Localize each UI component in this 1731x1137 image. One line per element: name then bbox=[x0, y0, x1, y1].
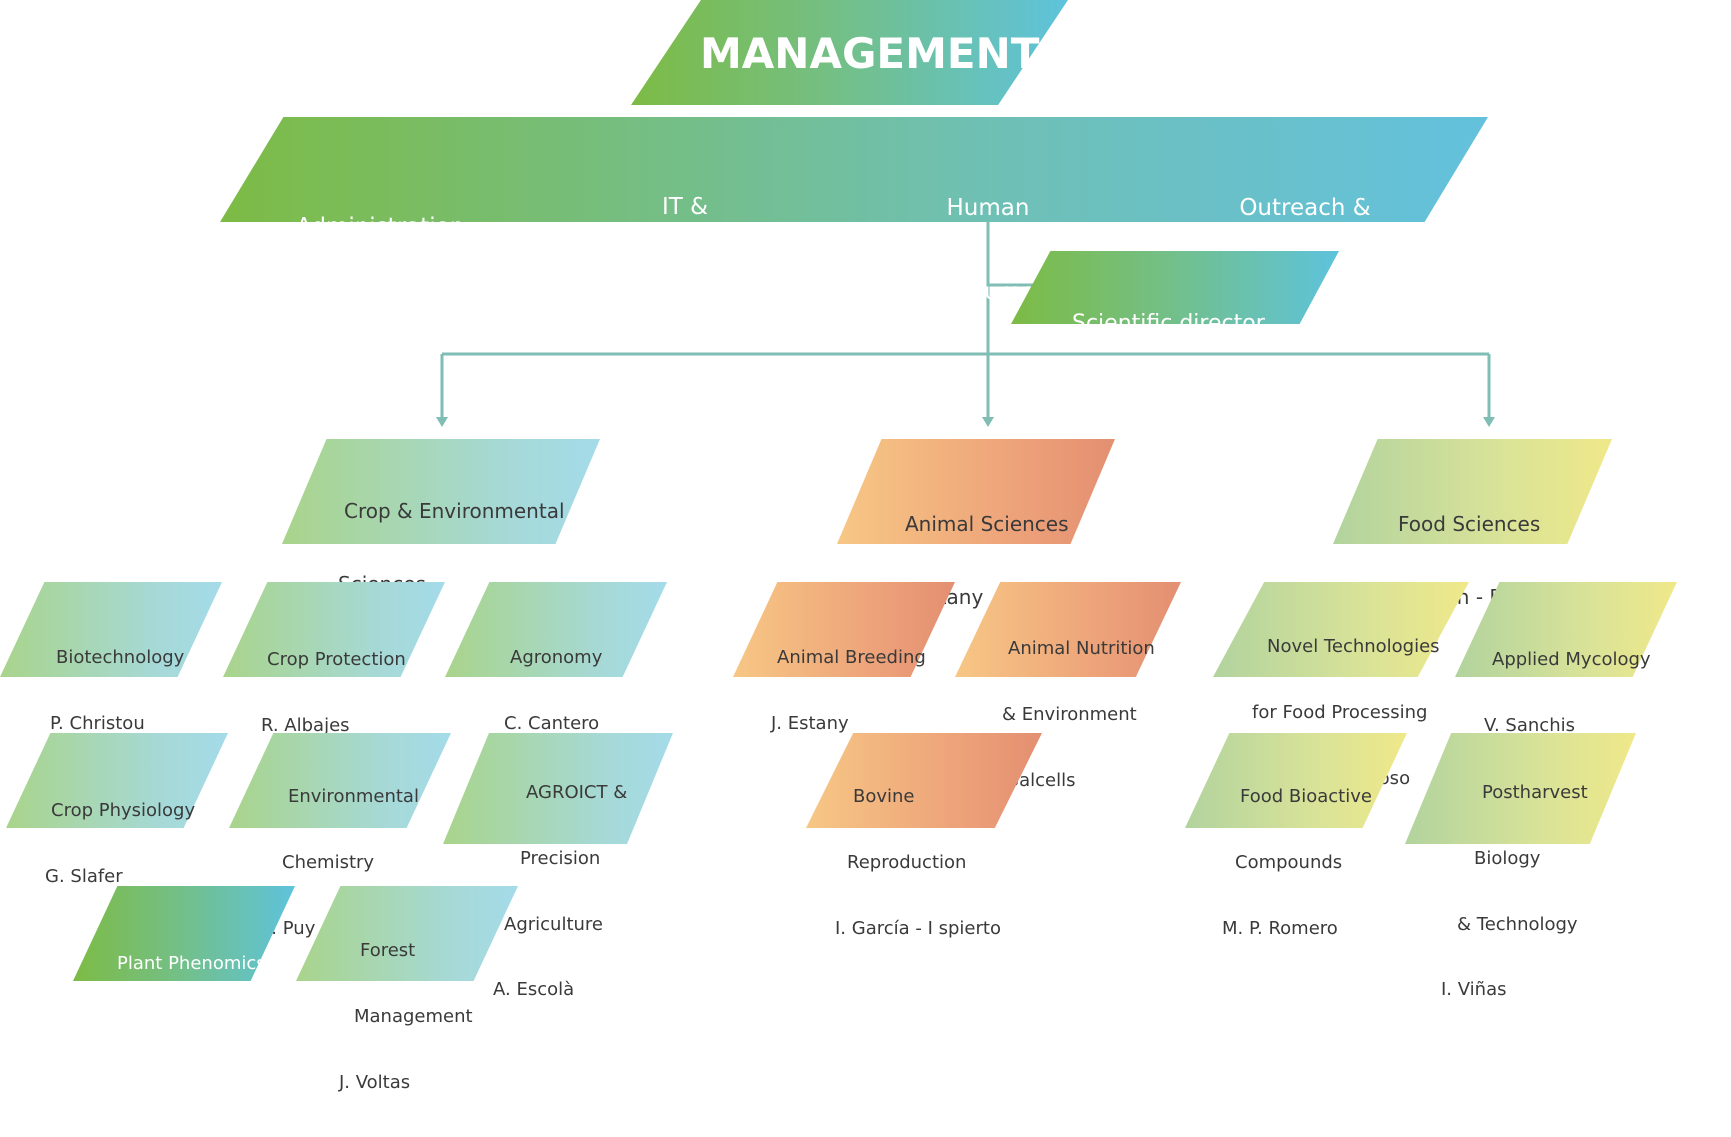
program-environmental-chemistry-line-2: Chemistry bbox=[282, 851, 375, 873]
program-bovine-reproduction-line-2: Reproduction bbox=[847, 851, 967, 873]
unit-it-line-1: IT & bbox=[661, 194, 709, 221]
program-crop-protection-line-2: R. Albajes bbox=[261, 714, 350, 736]
program-bovine-reproduction-line-1: Bovine bbox=[853, 785, 915, 807]
program-forest-management-line-1: Forest bbox=[360, 939, 416, 961]
connector-lines bbox=[436, 222, 1495, 427]
arrow-crop-icon bbox=[436, 417, 448, 427]
program-agronomy-line-1: Agronomy bbox=[510, 646, 603, 668]
program-applied-mycology-line-1: Applied Mycology bbox=[1492, 648, 1651, 670]
program-plant-phenomics-line-2: J. L. Araus (UB) bbox=[105, 1018, 241, 1040]
program-forest-management-line-2: Management bbox=[354, 1005, 473, 1027]
program-biotechnology-line-1: Biotechnology bbox=[56, 646, 185, 668]
arrow-food-icon bbox=[1483, 417, 1495, 427]
program-agroict-line-3: Agriculture bbox=[504, 913, 603, 935]
program-animal-breeding-line-1: Animal Breeding bbox=[777, 646, 926, 668]
scientific-director-text: Scientific director P. Christou bbox=[1058, 257, 1265, 472]
program-bovine-reproduction-text: Bovine Reproduction I. García - I spiert… bbox=[835, 742, 1001, 983]
program-crop-physiology-line-1: Crop Physiology bbox=[51, 799, 196, 821]
management-box bbox=[631, 0, 1068, 105]
program-applied-mycology-text: Applied Mycology V. Sanchis bbox=[1484, 605, 1651, 781]
program-food-bioactive-line-3: M. P. Romero bbox=[1222, 917, 1338, 939]
program-plant-phenomics-line-1: Plant Phenomics bbox=[117, 952, 266, 974]
program-animal-breeding-text: Animal Breeding J. Estany bbox=[771, 603, 926, 779]
program-applied-mycology-line-2: V. Sanchis bbox=[1484, 714, 1575, 736]
program-novel-technologies-line-1: Novel Technologies bbox=[1267, 635, 1440, 657]
program-animal-nutrition-text: Animal Nutrition & Environment J. Balcel… bbox=[990, 594, 1155, 835]
program-environmental-chemistry-line-1: Environmental bbox=[288, 785, 419, 807]
dept-animal-line-1: Animal Sciences bbox=[905, 511, 1069, 536]
program-crop-protection-text: Crop Protection R. Albajes bbox=[261, 605, 406, 781]
unit-administration-line-1: Administration bbox=[296, 214, 465, 241]
program-postharvest-line-3: & Technology bbox=[1457, 913, 1578, 935]
program-bovine-reproduction-line-3: I. García - I spierto bbox=[835, 917, 1001, 939]
program-postharvest-line-1: Postharvest bbox=[1482, 781, 1588, 803]
management-title: MANAGEMENT bbox=[700, 29, 1040, 78]
dept-crop-line-1: Crop & Environmental bbox=[344, 498, 565, 523]
program-animal-breeding-line-2: J. Estany bbox=[771, 712, 849, 734]
unit-hr: Human Resources bbox=[918, 138, 1058, 362]
unit-outreach-line-1: Outreach & bbox=[1239, 195, 1371, 222]
program-forest-management-text: Forest Management J. Voltas bbox=[339, 896, 473, 1137]
dept-food-box bbox=[1333, 439, 1612, 544]
units-bar bbox=[220, 117, 1488, 222]
unit-hr-line-1: Human bbox=[946, 195, 1030, 222]
program-novel-technologies-line-2: for Food Processing bbox=[1252, 701, 1428, 723]
program-postharvest-line-4: I. Viñas bbox=[1441, 979, 1507, 1001]
scientific-director-box bbox=[1011, 251, 1339, 324]
program-animal-nutrition-line-1: Animal Nutrition bbox=[1008, 637, 1155, 659]
unit-it-line-2: Infraestructures bbox=[593, 278, 777, 305]
program-postharvest-text: Postharvest Biology & Technology I. Viña… bbox=[1441, 738, 1588, 1045]
program-plant-phenomics-text: Plant Phenomics J. L. Araus (UB) bbox=[105, 909, 266, 1085]
scientific-director-title: Scientific director bbox=[1072, 310, 1265, 336]
program-agroict-line-1: AGROICT & bbox=[526, 781, 628, 803]
dept-animal-box bbox=[837, 439, 1115, 544]
program-agroict-line-2: Precision bbox=[520, 847, 601, 869]
program-agroict-line-4: A. Escolà bbox=[493, 979, 575, 1001]
program-food-bioactive-line-1: Food Bioactive bbox=[1240, 785, 1372, 807]
program-agronomy-text: Agronomy C. Cantero bbox=[504, 603, 602, 779]
program-biotechnology-text: Biotechnology P. Christou bbox=[50, 603, 184, 779]
program-environmental-chemistry-text: Environmental Chemistry J. Puy bbox=[266, 742, 419, 983]
program-crop-physiology-text: Crop Physiology G. Slafer bbox=[45, 756, 195, 932]
arrow-animal-icon bbox=[982, 417, 994, 427]
program-biotechnology-line-2: P. Christou bbox=[50, 712, 145, 734]
program-crop-protection-line-1: Crop Protection bbox=[267, 648, 406, 670]
program-forest-management-line-3: J. Voltas bbox=[339, 1071, 411, 1093]
program-postharvest-box bbox=[1405, 733, 1636, 844]
program-animal-nutrition-line-2: & Environment bbox=[1002, 703, 1137, 725]
program-agronomy-line-2: C. Cantero bbox=[504, 712, 600, 734]
unit-it: IT & Infraestructures bbox=[590, 137, 780, 361]
unit-administration: Administration bbox=[296, 157, 464, 297]
program-postharvest-line-2: Biology bbox=[1474, 847, 1541, 869]
dept-food-line-1: Food Sciences bbox=[1398, 511, 1541, 536]
org-chart: MANAGEMENT Administration IT & Infraestr… bbox=[0, 0, 1677, 1093]
scientific-director-name: P. Christou bbox=[1058, 391, 1174, 417]
program-food-bioactive-text: Food Bioactive Compounds M. P. Romero bbox=[1222, 742, 1372, 983]
program-food-bioactive-line-2: Compounds bbox=[1235, 851, 1343, 873]
dept-crop-box bbox=[282, 439, 600, 544]
program-crop-physiology-line-2: G. Slafer bbox=[45, 865, 123, 887]
